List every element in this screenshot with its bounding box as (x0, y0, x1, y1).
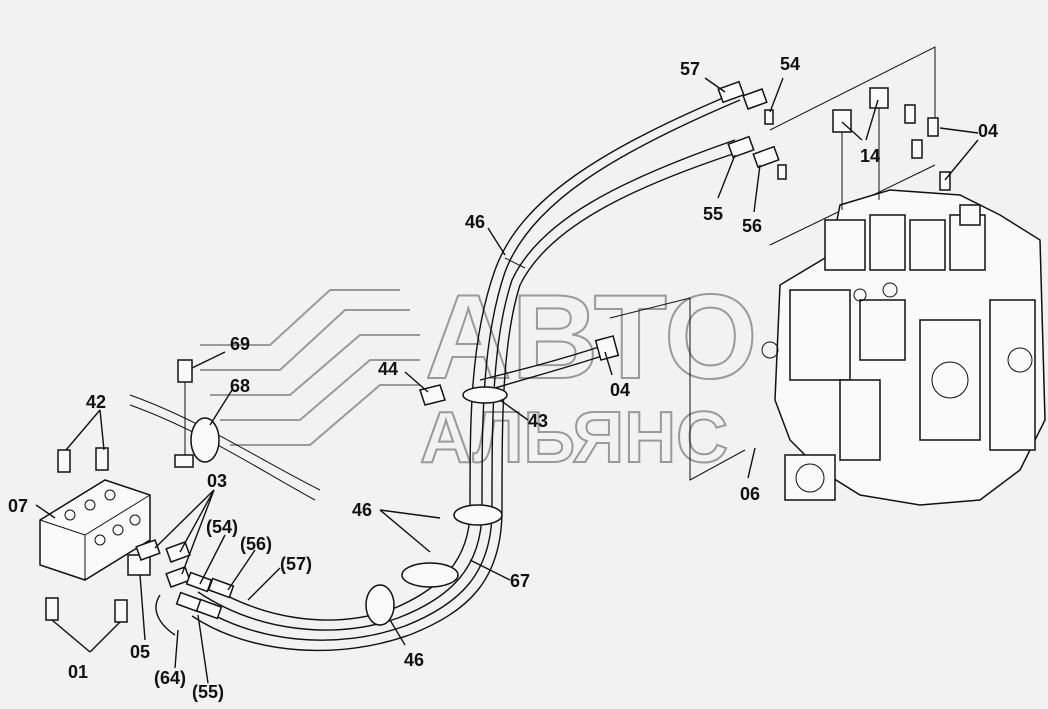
callout-55-ref: (55) (192, 682, 224, 702)
fittings-03 (135, 539, 235, 636)
fitting-14-group (832, 87, 951, 210)
callout-46-bottom: 46 (404, 650, 424, 670)
callout-42: 42 (86, 392, 106, 412)
callout-68: 68 (230, 376, 250, 396)
callout-07: 07 (8, 496, 28, 516)
callout-44: 44 (378, 359, 398, 379)
callout-57: 57 (680, 59, 700, 79)
hose-clamps (365, 257, 526, 626)
leader-lines (35, 77, 979, 684)
callout-56-ref: (56) (240, 534, 272, 554)
hose-ends-top (717, 80, 787, 180)
watermark-stripes-icon (200, 289, 420, 446)
callout-69: 69 (230, 334, 250, 354)
callout-55: 55 (703, 204, 723, 224)
callout-01: 01 (68, 662, 88, 682)
bracket-assembly (129, 359, 321, 501)
callout-46-top: 46 (465, 212, 485, 232)
callout-43: 43 (528, 411, 548, 431)
callout-46-mid: 46 (352, 500, 372, 520)
callout-14: 14 (860, 146, 880, 166)
watermark-line-1: АВТО (425, 270, 757, 404)
hose-bundle (191, 94, 746, 652)
watermark-line-2: АЛЬЯНС (420, 398, 728, 478)
callout-labels: 57 54 14 04 55 56 46 69 68 44 43 04 06 4… (8, 54, 998, 702)
callout-04-top: 04 (978, 121, 998, 141)
control-valve (761, 189, 1046, 506)
callout-05: 05 (130, 642, 150, 662)
callout-03: 03 (207, 471, 227, 491)
callout-54: 54 (780, 54, 800, 74)
elbow-fitting-icon (832, 109, 852, 133)
callout-57-ref: (57) (280, 554, 312, 574)
bolt-icon (177, 359, 193, 383)
watermark-logo: АВТО АЛЬЯНС (200, 269, 758, 479)
callout-64-ref: (64) (154, 668, 186, 688)
callout-06: 06 (740, 484, 760, 504)
elbow-fitting-icon (869, 87, 889, 109)
callout-54-ref: (54) (206, 517, 238, 537)
callout-04-mid: 04 (610, 380, 630, 400)
callout-67: 67 (510, 571, 530, 591)
manifold-block (39, 447, 151, 623)
callout-56: 56 (742, 216, 762, 236)
